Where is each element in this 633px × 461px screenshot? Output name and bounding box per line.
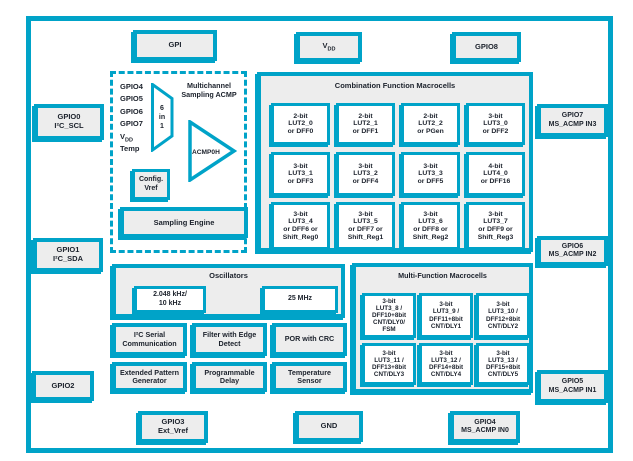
acmp-input-gpio7: GPIO7 bbox=[120, 119, 143, 129]
pin-gpio5: GPIO5 MS_ACMP IN1 bbox=[537, 370, 608, 403]
sampling-engine-label: Sampling Engine bbox=[153, 218, 215, 227]
por-with-crc-box: POR with CRC bbox=[272, 323, 347, 356]
pin-vdd-label: VDD bbox=[322, 40, 336, 53]
mux-6in1-outline bbox=[151, 83, 174, 152]
mux-label-line3: 1 bbox=[160, 123, 164, 130]
macrocell-lut3-1: 3-bit LUT3_1 or DFF3 bbox=[271, 152, 330, 196]
macrocell-lut3-0: 3-bit LUT3_0 or DFF2 bbox=[466, 103, 525, 145]
i2c-serial-communication-box: I²C Serial Communication bbox=[112, 323, 187, 356]
macrocell-lut3-12: 3-bit LUT3_12 / DFF14+8bit CNT/DLY4 bbox=[419, 343, 473, 385]
macrocell-lut3-10: 3-bit LUT3_10 / DFF12+8bit CNT/DLY2 bbox=[476, 293, 530, 338]
pin-gpio4-label: GPIO4 MS_ACMP IN0 bbox=[461, 418, 509, 434]
pin-gpio5-label: GPIO5 MS_ACMP IN1 bbox=[548, 378, 597, 394]
pin-gpio8: GPIO8 bbox=[452, 32, 521, 62]
pin-gpio4: GPIO4 MS_ACMP IN0 bbox=[450, 411, 520, 443]
macrocell-lut2-2: 2-bit LUT2_2 or PGen bbox=[401, 103, 460, 145]
programmable-delay-box: Programmable Delay bbox=[192, 362, 267, 392]
macrocell-lut2-1: 2-bit LUT2_1 or DFF1 bbox=[336, 103, 395, 145]
multichannel-sampling-acmp-title: Multichannel Sampling ACMP bbox=[181, 81, 237, 99]
multichannel-sampling-acmp-block: Multichannel Sampling ACMP GPIO4 GPIO5 G… bbox=[110, 71, 248, 253]
acmp-input-gpio6: GPIO6 bbox=[120, 106, 143, 116]
acmp-input-gpio5: GPIO5 bbox=[120, 94, 143, 104]
acmp-input-gpio4: GPIO4 bbox=[120, 82, 143, 91]
config-vref-box: Config. Vref bbox=[132, 169, 170, 200]
pin-gpio2: GPIO2 bbox=[32, 371, 94, 401]
macrocell-lut3-11: 3-bit LUT3_11 / DFF13+8bit CNT/DLY3 bbox=[362, 343, 416, 385]
multi-function-macrocells-block: Multi-Function Macrocells 3-bit LUT3_8 /… bbox=[352, 263, 533, 393]
acmp0h-triangle bbox=[188, 120, 237, 182]
config-vref-label: Config. Vref bbox=[138, 176, 164, 192]
pin-gpio1: GPIO1 I²C_SDA bbox=[33, 238, 103, 272]
mux-6in1-shape: 6 in 1 bbox=[151, 83, 174, 152]
oscillators-block: Oscillators 2.048 kHz/ 10 kHz 25 MHz bbox=[112, 264, 345, 318]
pin-gpio7: GPIO7 MS_ACMP IN3 bbox=[537, 104, 608, 137]
pin-gpio6: GPIO6 MS_ACMP IN2 bbox=[537, 236, 608, 266]
oscillators-title: Oscillators bbox=[209, 271, 248, 280]
combination-function-macrocells-title: Combination Function Macrocells bbox=[334, 81, 456, 90]
acmp-input-vdd-main: V bbox=[120, 131, 126, 141]
acmp-input-vdd: VDD bbox=[120, 131, 143, 144]
macrocell-lut3-6: 3-bit LUT3_6 or DFF8 or Shift_Reg2 bbox=[401, 202, 460, 250]
pin-gpio3-label: GPIO3 Ext_Vref bbox=[157, 417, 189, 435]
acmp-input-vdd-sub: DD bbox=[125, 137, 133, 144]
sampling-engine-box: Sampling Engine bbox=[120, 207, 248, 238]
macrocell-lut3-13: 3-bit LUT3_13 / DFF15+8bit CNT/DLY5 bbox=[476, 343, 530, 385]
macrocell-lut3-4: 3-bit LUT3_4 or DFF6 or Shift_Reg0 bbox=[271, 202, 330, 250]
mux-label-line1: 6 bbox=[160, 105, 164, 112]
pin-gpio3: GPIO3 Ext_Vref bbox=[138, 411, 208, 443]
pin-gnd-label: GND bbox=[320, 421, 338, 431]
pin-gpio6-label: GPIO6 MS_ACMP IN2 bbox=[548, 242, 597, 258]
pin-gpi-label: GPI bbox=[168, 40, 182, 50]
extended-pattern-generator-box: Extended Pattern Generator bbox=[112, 362, 187, 392]
pin-vdd-sub: DD bbox=[327, 46, 336, 52]
macrocell-lut3-9: 3-bit LUT3_9 / DFF11+8bit CNT/DLY1 bbox=[419, 293, 473, 338]
macrocell-lut4-0: 4-bit LUT4_0 or DFF16 bbox=[466, 152, 525, 196]
macrocell-lut3-3: 3-bit LUT3_3 or DFF5 bbox=[401, 152, 460, 196]
oscillator-25mhz-box: 25 MHz bbox=[262, 286, 338, 313]
acmp-input-list: GPIO4 GPIO5 GPIO6 GPIO7 VDD Temp bbox=[120, 81, 143, 155]
macrocell-lut3-8: 3-bit LUT3_8 / DFF10+8bit CNT/DLY0/ FSM bbox=[362, 293, 416, 338]
macrocell-lut3-2: 3-bit LUT3_2 or DFF4 bbox=[336, 152, 395, 196]
macrocell-lut3-7: 3-bit LUT3_7 or DFF9 or Shift_Reg3 bbox=[466, 202, 525, 250]
mux-label-line2: in bbox=[159, 114, 165, 121]
pin-gpio1-label: GPIO1 I²C_SDA bbox=[52, 245, 83, 263]
pin-gpi: GPI bbox=[133, 30, 217, 61]
pin-gpio8-label: GPIO8 bbox=[475, 41, 498, 51]
oscillator-low-freq-box: 2.048 kHz/ 10 kHz bbox=[134, 286, 206, 313]
pin-gpio2-label: GPIO2 bbox=[51, 380, 75, 390]
multi-function-macrocells-title: Multi-Function Macrocells bbox=[398, 271, 487, 280]
pin-gpio0: GPIO0 I²C_SCL bbox=[34, 104, 104, 140]
macrocell-lut3-5: 3-bit LUT3_5 or DFF7 or Shift_Reg1 bbox=[336, 202, 395, 250]
temperature-sensor-box: Temperature Sensor bbox=[272, 362, 347, 392]
acmp0h-label: ACMP0H bbox=[192, 149, 220, 156]
pin-gpio7-label: GPIO7 MS_ACMP IN3 bbox=[548, 112, 597, 128]
pin-gnd: GND bbox=[295, 411, 363, 442]
macrocell-lut2-0: 2-bit LUT2_0 or DFF0 bbox=[271, 103, 330, 145]
pin-vdd: VDD bbox=[296, 32, 362, 62]
acmp0h-comparator-shape: ACMP0H bbox=[188, 120, 237, 182]
combination-function-macrocells-block: Combination Function Macrocells 2-bit LU… bbox=[257, 72, 533, 252]
pin-gpio0-label: GPIO0 I²C_SCL bbox=[54, 112, 84, 130]
acmp-input-temp: Temp bbox=[120, 143, 140, 153]
pin-vdd-main: V bbox=[322, 40, 328, 50]
filter-with-edge-detect-box: Filter with Edge Detect bbox=[192, 323, 267, 356]
